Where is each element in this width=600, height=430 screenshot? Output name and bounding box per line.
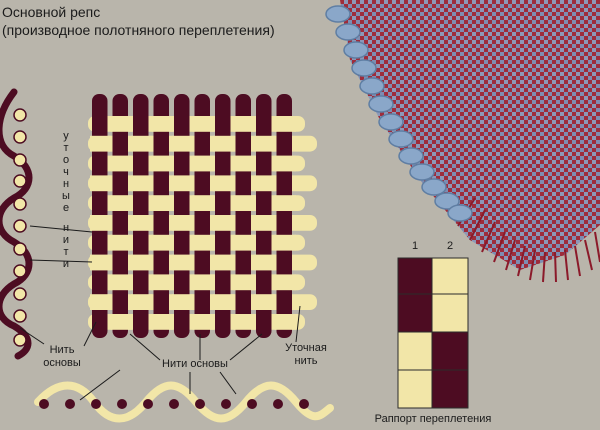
weft-profile [34,381,334,423]
weft-float [110,234,132,251]
weft-float [110,195,132,211]
weft-float [274,274,296,291]
weft-float [254,175,276,192]
weft-float [254,294,276,310]
weft-float [172,135,194,152]
weft-float [151,234,173,251]
weft-float [192,116,214,132]
weft-float [233,234,255,251]
weft-thread-label: Уточная нить [276,342,336,368]
weft-float [254,215,276,231]
weft-float [131,215,153,231]
weave-grid [88,94,317,338]
weft-float [90,175,112,192]
weft-float [90,215,112,231]
weft-float [274,116,296,132]
rapport-column-2-label: 2 [446,240,454,252]
weft-float [274,234,296,251]
weft-float [151,195,173,211]
weft-label-letter: т [63,246,69,258]
weft-label-letter: н [62,222,70,234]
weft-float [151,116,173,132]
weft-float [192,234,214,251]
weft-float [172,254,194,271]
weft-float [213,215,235,231]
weft-float [151,314,173,330]
weft-float [151,274,173,291]
fabric-loops [325,5,473,222]
weft-float [172,175,194,192]
leader-lines [19,225,301,401]
weft-float [274,314,296,330]
weft-float [274,155,296,172]
weft-float [90,254,112,271]
rapport-caption: Раппорт переплетения [374,413,492,425]
warp-profile [0,88,33,360]
weft-float [274,195,296,211]
weft-float [192,274,214,291]
weft-float [213,175,235,192]
fabric-surface [340,0,600,270]
weft-float [172,294,194,310]
weft-float [192,195,214,211]
weft-float [131,254,153,271]
weft-threads-vertical-label: у т о ч н ы е н и т и [60,130,72,270]
weft-float [90,135,112,152]
weft-float [233,195,255,211]
warp-thread-label-line2: основы [43,357,81,369]
weft-label-letter: и [62,258,70,270]
weft-float [233,314,255,330]
rapport-grid [397,257,469,409]
weft-float [110,116,132,132]
weft-float [254,135,276,152]
weft-profile-thread [34,381,334,423]
weft-float [90,294,112,310]
warp-cross-sections [39,399,309,409]
fabric-photo [325,0,600,283]
weft-float [192,314,214,330]
weft-float [172,215,194,231]
weft-float [110,155,132,172]
weft-label-letter: ч [63,166,69,178]
weft-label-letter: н [62,178,70,190]
weft-float [254,254,276,271]
diagram-subtitle: (производное полотняного переплетения) [2,22,275,38]
diagram-title: Основной репс [2,4,101,20]
weft-label-letter: ы [62,190,70,202]
rapport-column-1-label: 1 [411,240,419,252]
weft-thread-label-line1: Уточная [285,342,327,354]
weft-float [213,254,235,271]
weft-label-letter: и [62,234,70,246]
weft-label-letter: о [62,154,70,166]
warp-threads-label: Нити основы [162,358,228,370]
warp-profile-thread [0,88,33,360]
warp-thread-label: Нить основы [36,344,88,370]
weft-label-letter: т [63,142,69,154]
weft-label-letter: е [62,202,70,214]
weft-cross-sections [13,108,27,347]
weft-float [233,274,255,291]
weft-label-letter: у [63,130,69,142]
weft-float [131,294,153,310]
weft-float [151,155,173,172]
weft-float [110,314,132,330]
weft-thread-label-line2: нить [294,355,318,367]
weft-float [131,135,153,152]
warp-thread-label-line1: Нить [49,344,75,356]
weft-float [192,155,214,172]
weft-float [213,135,235,152]
weft-float [131,175,153,192]
weft-float [233,155,255,172]
weft-float [110,274,132,291]
weft-float [233,116,255,132]
weft-float [213,294,235,310]
